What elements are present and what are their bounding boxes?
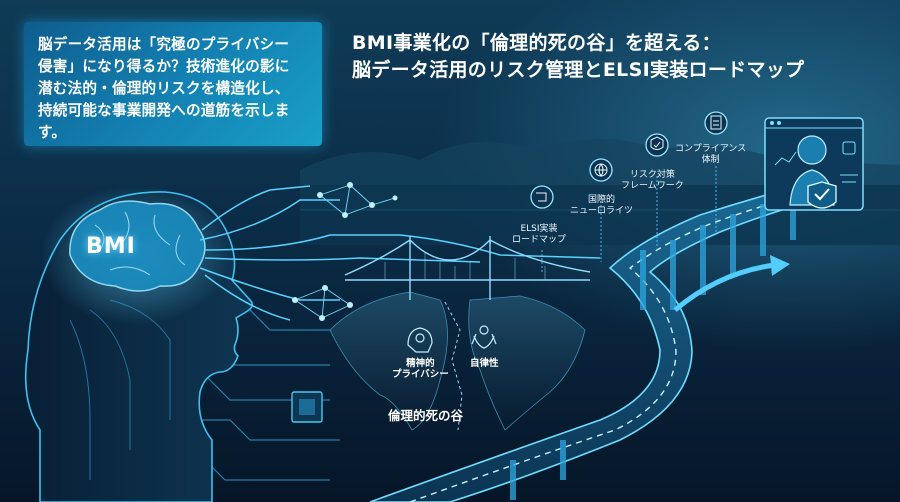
milestone-risk-framework: リスク対策 フレームワーク [621,170,684,192]
milestone-label: コンプライアンス [675,144,747,154]
intro-line: 脳データ活用は「究極のプライバシー [38,36,290,53]
valley-label: 倫理的死の谷 [388,408,464,423]
hazard-label: 精神的 [406,358,435,369]
intro-line: 侵害」になり得るか？技術進化の影に [38,58,290,75]
milestone-neurorights: 国際的 ニューロライツ [570,195,633,217]
hazard-icons [407,325,497,353]
intro-line: 潜む法的・倫理的リスクを構造化し、 [38,80,290,97]
left-cliff [329,291,448,431]
milestone-label: 体制 [701,155,720,165]
intro-line: す。 [38,124,67,141]
network-node-top [319,184,396,216]
growth-arrow-icon [673,262,776,312]
hazard-autonomy: 自律性 [470,358,499,369]
milestone-compliance: コンプライアンス 体制 [675,144,746,166]
intro-line: 持続可能な事業開発への道筋を示しま [38,102,290,119]
milestone-label: ELSI実装 [520,224,558,234]
network-node-bottom [294,287,351,319]
milestone-label: ニューロライツ [570,206,634,216]
ai-guard-monitor [764,117,864,211]
brain-icon [69,200,206,292]
milestone-elsi-roadmap: ELSI実装 ロードマップ [512,224,566,246]
milestone-label: リスク対策 [629,170,675,180]
milestone-label: ロードマップ [512,235,567,245]
hazard-mental-privacy: 精神的 プライバシー [392,358,449,380]
page-title: BMI事業化の「倫理的死の谷」を超える： 脳データ活用のリスク管理とELSI実装… [352,30,804,84]
hazard-label: 自律性 [470,358,499,369]
intro-text-box: 脳データ活用は「究極のプライバシー 侵害」になり得るか？技術進化の影に 潜む法的… [24,22,322,146]
right-cliff [468,295,586,431]
hazard-label: プライバシー [392,369,449,380]
title-line-1: BMI事業化の「倫理的死の谷」を超える： [352,32,721,54]
bmi-label: BMI [86,234,136,259]
suspension-bridge [344,236,591,300]
milestone-label: 国際的 [588,195,616,205]
milestone-label: フレームワーク [621,181,684,191]
title-line-2: 脳データ活用のリスク管理とELSI実装ロードマップ [352,59,805,81]
neural-data-lines [199,185,601,321]
valley-crack [444,301,463,431]
